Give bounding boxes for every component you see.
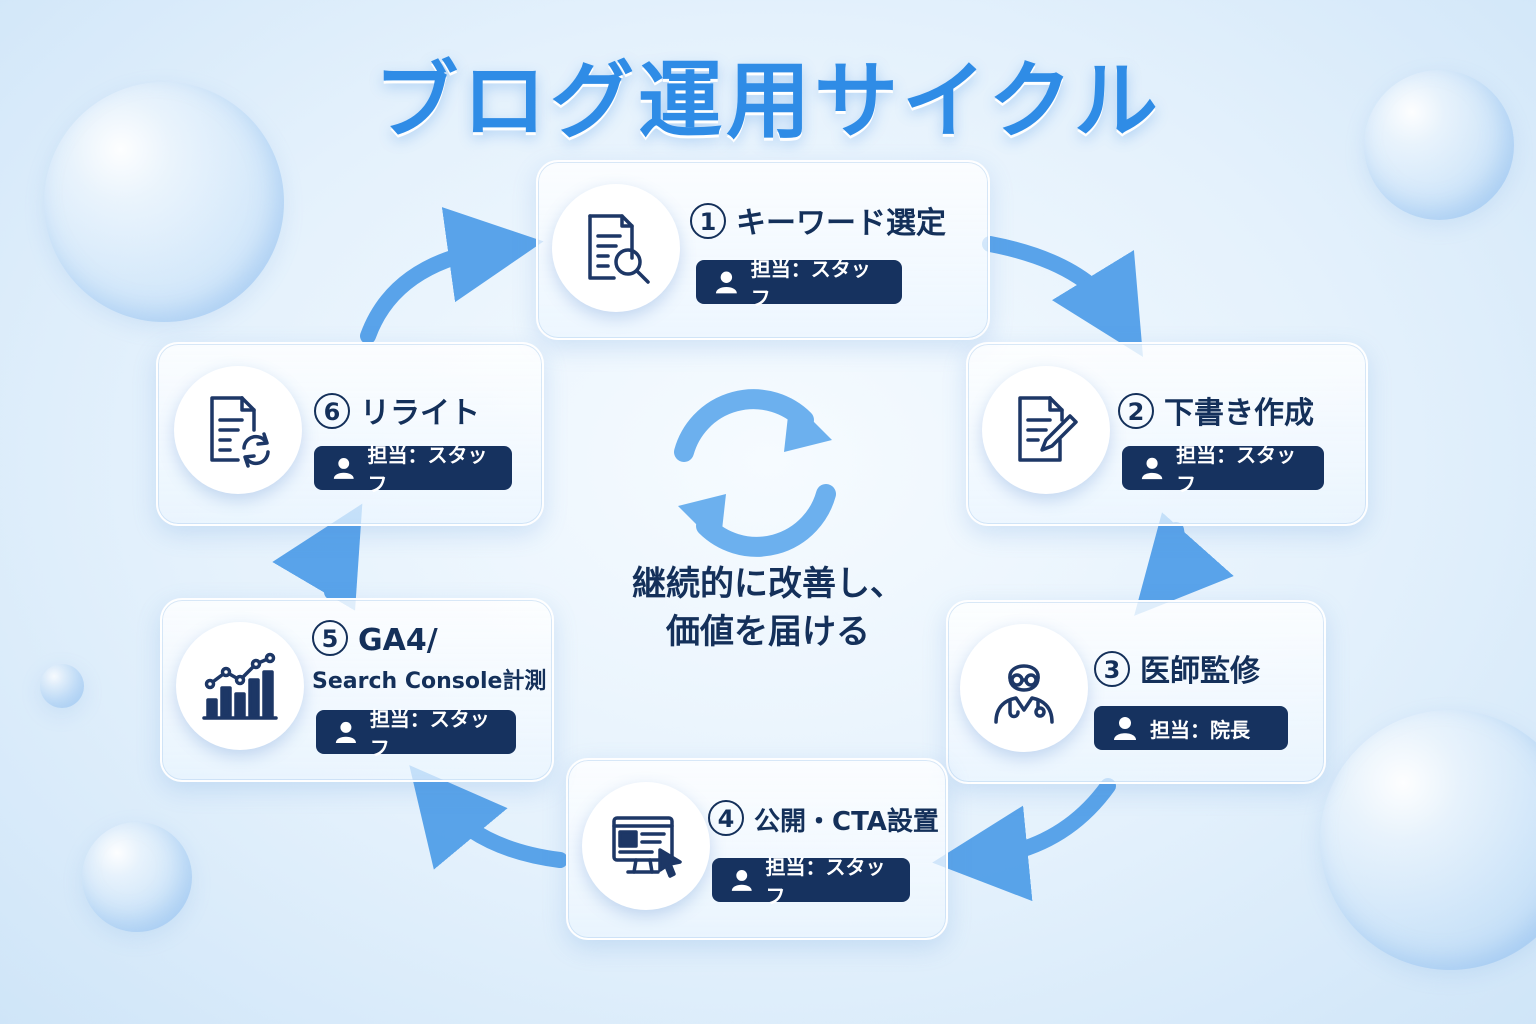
bubble-decoration xyxy=(1320,710,1536,970)
step-number: 5 xyxy=(312,620,348,656)
step-label: GA4/ xyxy=(358,623,438,658)
step-number: 3 xyxy=(1094,651,1130,687)
step-label: リライト xyxy=(360,396,480,431)
step-number: 1 xyxy=(690,203,726,239)
person-icon xyxy=(715,271,737,294)
step-1-icon-circle xyxy=(552,184,680,312)
center-message-line1: 継続的に改善し、 xyxy=(632,564,904,604)
person-icon xyxy=(335,721,356,743)
center-message-line2: 価値を届ける xyxy=(666,612,870,652)
step-2-icon-circle xyxy=(982,366,1110,494)
owner-label: 担当：スタッフ xyxy=(750,257,871,310)
bubble-decoration xyxy=(40,664,84,708)
step-6-title: 6 リライト xyxy=(314,388,480,432)
step-5-icon-circle xyxy=(176,622,304,750)
step-label: 医師監修 xyxy=(1140,654,1260,689)
doctor-icon xyxy=(994,664,1054,724)
step-4-owner-badge: 担当：スタッフ xyxy=(712,855,910,908)
step-3-icon-circle xyxy=(960,624,1088,752)
person-icon xyxy=(333,458,354,479)
document-pen-icon xyxy=(1018,396,1078,462)
arrow-5-to-6 xyxy=(272,503,363,611)
page-title: ブログ運用サイクル xyxy=(374,52,1162,150)
step-4-title: 4 公開・CTA設置 xyxy=(708,800,939,838)
step-1-owner-badge: 担当：スタッフ xyxy=(696,257,902,310)
step-label-line2: Search Console計測 xyxy=(312,669,547,694)
step-number: 2 xyxy=(1118,393,1154,429)
step-number: 4 xyxy=(708,800,744,836)
person-icon xyxy=(731,870,752,891)
step-5-title: 5 GA4/ Search Console計測 xyxy=(312,620,546,701)
refresh-cycle-icon xyxy=(674,389,836,557)
arrow-4-to-5 xyxy=(409,765,568,870)
owner-label: 担当：スタッフ xyxy=(369,707,490,760)
arrow-3-to-4 xyxy=(932,778,1116,902)
arrow-1-to-2 xyxy=(982,236,1144,357)
owner-label: 担当：スタッフ xyxy=(1176,443,1297,496)
person-icon xyxy=(1141,457,1163,480)
step-6-icon-circle xyxy=(174,366,302,494)
owner-label: 担当：院長 xyxy=(1150,717,1250,742)
step-label: 公開・CTA設置 xyxy=(754,807,939,837)
bar-chart-icon xyxy=(202,652,278,720)
document-refresh-icon xyxy=(210,396,270,468)
document-search-icon xyxy=(588,214,650,284)
step-4-icon-circle xyxy=(582,782,710,910)
step-5-owner-badge: 担当：スタッフ xyxy=(316,707,516,760)
person-icon xyxy=(1114,717,1136,740)
center-message: 継続的に改善し、 価値を届ける xyxy=(610,560,926,656)
step-6-owner-badge: 担当：スタッフ xyxy=(314,443,512,496)
step-number: 6 xyxy=(314,393,350,429)
step-label: キーワード選定 xyxy=(736,206,946,241)
step-2-owner-badge: 担当：スタッフ xyxy=(1122,443,1324,496)
step-1-title: 1 キーワード選定 xyxy=(690,198,946,242)
step-3-title: 3 医師監修 xyxy=(1094,646,1260,690)
bubble-decoration xyxy=(1364,70,1514,220)
step-3-owner-badge: 担当：院長 xyxy=(1094,706,1288,750)
arrow-2-to-3 xyxy=(1134,512,1234,616)
bubble-decoration xyxy=(44,82,284,322)
owner-label: 担当：スタッフ xyxy=(765,855,886,908)
arrow-6-to-1 xyxy=(360,207,544,344)
step-label: 下書き作成 xyxy=(1164,396,1314,431)
owner-label: 担当：スタッフ xyxy=(367,443,488,496)
monitor-cursor-icon xyxy=(612,816,682,878)
bubble-decoration xyxy=(82,822,192,932)
step-2-title: 2 下書き作成 xyxy=(1118,388,1314,432)
